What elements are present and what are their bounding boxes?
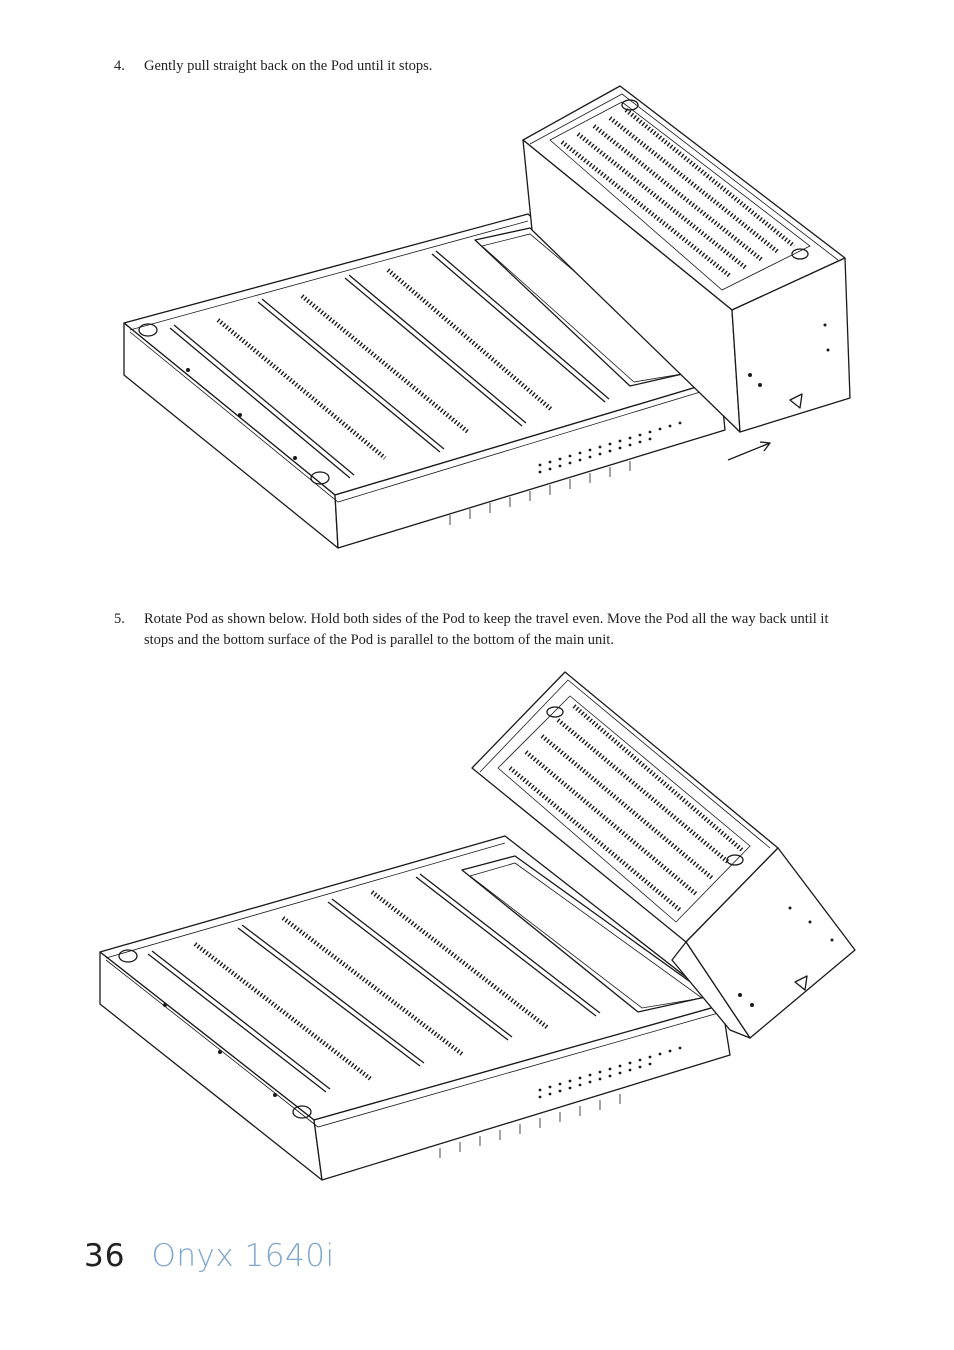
- main-unit-body: [99, 835, 731, 1181]
- direction-arrow: [727, 441, 771, 461]
- rail: [169, 327, 351, 479]
- step-text: Gently pull straight back on the Pod unt…: [144, 58, 433, 74]
- product-name: Onyx 1640i: [151, 1238, 335, 1274]
- pod-unit: [471, 671, 856, 1039]
- page-number: 36: [84, 1238, 126, 1274]
- pod-unit: [522, 85, 851, 433]
- pod-pulled-back-illustration: [110, 80, 860, 555]
- step-number: 4.: [114, 58, 125, 74]
- step-number: 5.: [114, 611, 125, 627]
- page-footer: 36 Onyx 1640i: [84, 1238, 335, 1288]
- step-text: Rotate Pod as shown below. Hold both sid…: [144, 611, 829, 648]
- pod-rotated-illustration: [90, 660, 865, 1195]
- step-5-instruction: 5. Rotate Pod as shown below. Hold both …: [114, 609, 854, 651]
- main-unit-body: [123, 213, 726, 549]
- step-4-instruction: 4. Gently pull straight back on the Pod …: [114, 56, 854, 77]
